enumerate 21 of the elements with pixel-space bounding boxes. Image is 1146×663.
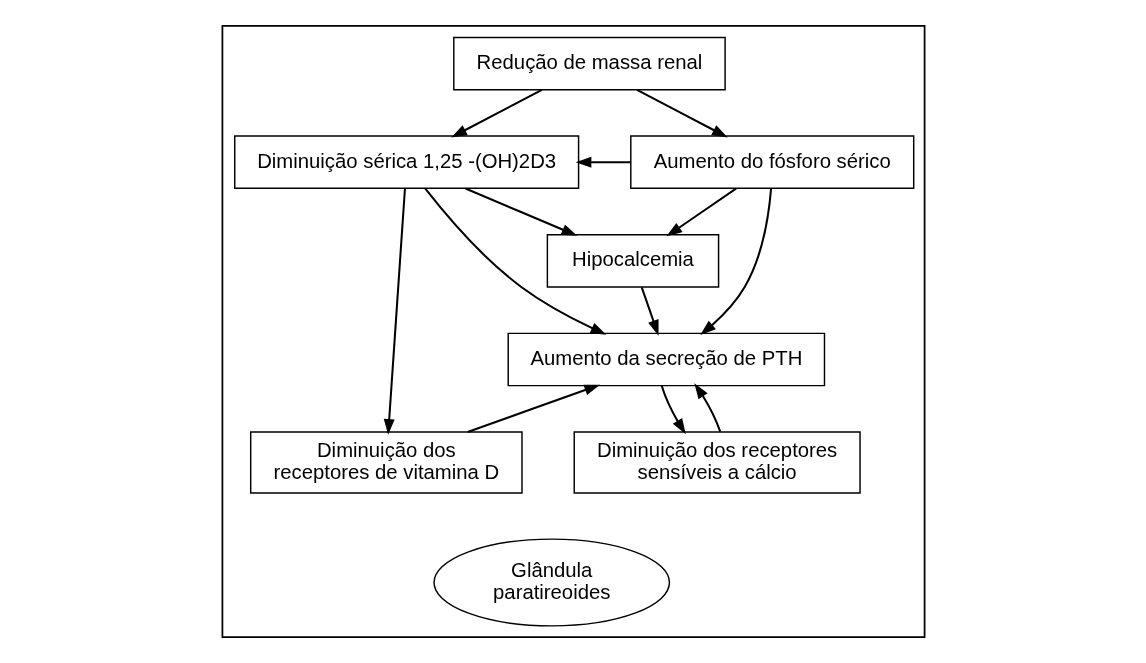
arrow [575,156,631,168]
node-box: Hipocalcemia [546,234,719,288]
arrow [666,187,737,237]
arrow [383,188,406,435]
node-box: Diminuição dos receptores de vitamina D [249,431,523,494]
node-box: Redução de massa renal [452,36,726,91]
arrow [660,385,686,435]
arrow [640,287,659,336]
arrow [636,89,728,138]
arrow [464,187,577,236]
node-ellipse: Glândula paratireoides [432,538,670,627]
arrow [466,384,600,433]
arrow [699,188,772,336]
arrow [450,89,542,138]
node-box: Diminuição sérica 1,25 -(OH)2D3 [233,135,579,190]
cluster [221,24,925,639]
node-box: Diminuição dos receptores sensíveis a cálcio [573,431,861,494]
arrow [693,383,721,432]
arrow [423,187,606,335]
node-box: Aumento da secreção de PTH [507,332,825,387]
node-box: Aumento do fósforo sérico [629,135,914,190]
